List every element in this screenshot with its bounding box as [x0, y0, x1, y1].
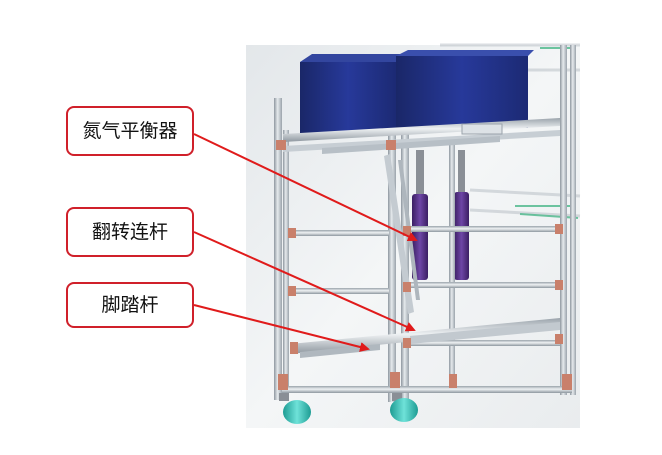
arrow-pedal-lever [193, 304, 370, 352]
arrow-flip-link [193, 231, 416, 332]
top-shelf [283, 118, 560, 154]
nitrogen-balancer-cylinders [412, 150, 469, 280]
shelf-bars [282, 226, 572, 393]
joint-clamps [276, 140, 572, 390]
callout-pedal-lever: 脚踏杆 [66, 282, 194, 328]
caster-wheels [279, 393, 418, 424]
callout-arrows [193, 133, 418, 352]
callout-flip-link: 翻转连杆 [66, 207, 194, 257]
callout-nitrogen-balancer: 氮气平衡器 [66, 106, 194, 156]
storage-box-right [396, 50, 534, 128]
storage-box-left [300, 54, 408, 136]
arrow-nitrogen-balancer [193, 133, 418, 242]
